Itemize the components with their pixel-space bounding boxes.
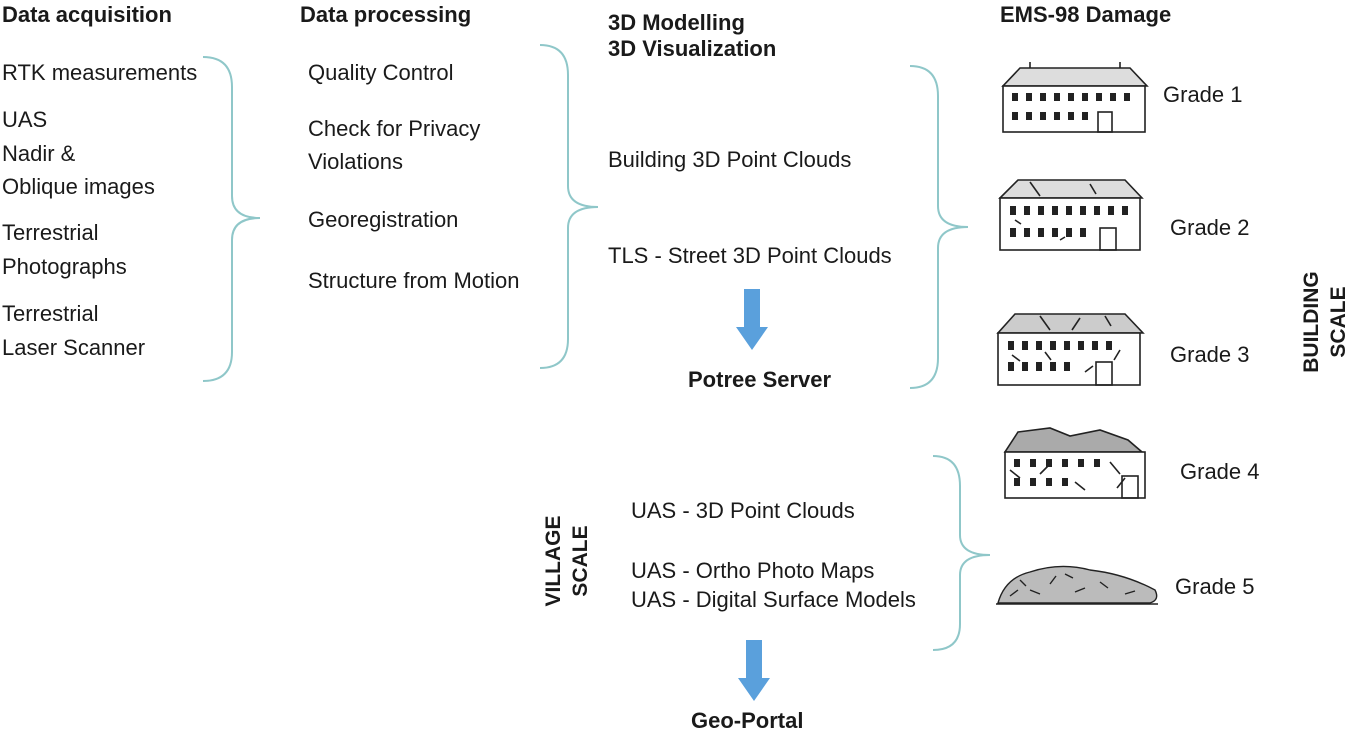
label-grade-2: Grade 2 (1170, 215, 1250, 240)
bracket-processing (539, 44, 599, 369)
item-uas-ortho-photo-maps: UAS - Ortho Photo Maps (631, 558, 875, 583)
bracket-building (909, 65, 969, 389)
arrow-to-potree (736, 289, 768, 350)
item-privacy-line1: Check for Privacy (308, 116, 481, 141)
item-tls-street-point-clouds: TLS - Street 3D Point Clouds (608, 243, 892, 268)
header-3d-visualization: 3D Visualization (608, 36, 777, 61)
arrow-to-geoportal (738, 640, 770, 701)
item-laser-line1: Terrestrial (2, 301, 99, 326)
building-grade-4-icon (1003, 427, 1146, 499)
building-grade-5-icon (996, 565, 1158, 605)
item-uas-line1: UAS (2, 107, 48, 132)
node-potree-server: Potree Server (688, 367, 832, 392)
item-uas-line3: Oblique images (2, 174, 155, 199)
building-grade-1-icon (1001, 62, 1149, 133)
item-structure-from-motion: Structure from Motion (308, 268, 520, 293)
item-building-point-clouds: Building 3D Point Clouds (608, 147, 852, 172)
item-rtk-measurements: RTK measurements (2, 60, 198, 85)
header-ems98-damage: EMS-98 Damage (1000, 2, 1172, 27)
header-data-acquisition: Data acquisition (2, 2, 172, 27)
building-grade-2-icon (998, 179, 1144, 251)
label-grade-5: Grade 5 (1175, 574, 1255, 599)
item-laser-line2: Laser Scanner (2, 335, 146, 360)
bracket-village (932, 455, 991, 651)
item-privacy-line2: Violations (308, 149, 403, 174)
item-uas-line2: Nadir & (2, 141, 76, 166)
item-photographs-line2: Photographs (2, 254, 127, 279)
label-grade-3: Grade 3 (1170, 342, 1250, 367)
bracket-acquisition (202, 56, 261, 382)
building-grade-3-icon (996, 313, 1145, 386)
label-grade-4: Grade 4 (1180, 459, 1260, 484)
item-photographs-line1: Terrestrial (2, 220, 99, 245)
header-data-processing: Data processing (300, 2, 472, 27)
node-geo-portal: Geo-Portal (691, 708, 804, 733)
label-grade-1: Grade 1 (1163, 82, 1243, 107)
item-uas-digital-surface-models: UAS - Digital Surface Models (631, 587, 916, 612)
item-uas-3d-point-clouds: UAS - 3D Point Clouds (631, 498, 855, 523)
arrow-down-icon (738, 640, 770, 701)
item-georegistration: Georegistration (308, 207, 459, 232)
arrow-down-icon (736, 289, 768, 350)
item-quality-control: Quality Control (308, 60, 454, 85)
header-3d-modelling: 3D Modelling (608, 10, 745, 35)
